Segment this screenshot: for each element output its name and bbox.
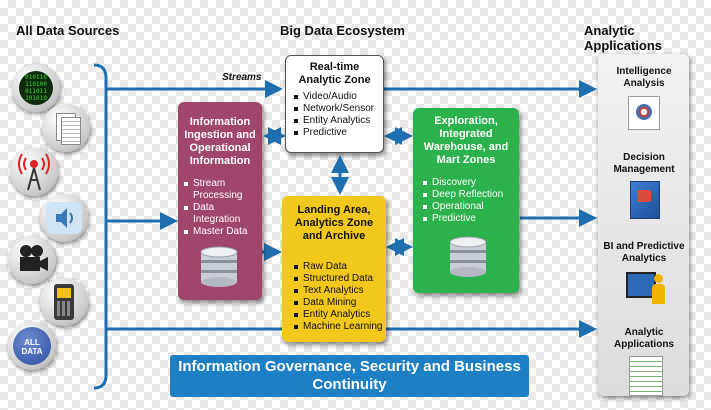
radio-tower-icon xyxy=(10,148,58,196)
realtime-zone-list: Video/Audio Network/Sensor Entity Analyt… xyxy=(292,91,383,139)
all-data-icon: ALL DATA xyxy=(8,322,56,370)
database-icon xyxy=(200,246,238,287)
list-item: Master Data xyxy=(182,226,262,238)
list-item: Video/Audio xyxy=(292,91,383,103)
list-item: Operational xyxy=(421,201,519,213)
list-item: Stream Processing xyxy=(182,178,262,202)
report-document-icon xyxy=(629,356,663,396)
exploration-zone-title: Exploration, Integrated Warehouse, and M… xyxy=(423,115,509,166)
governance-footer: Information Governance, Security and Bus… xyxy=(170,355,529,397)
mobile-phone-icon xyxy=(40,278,88,326)
app-label-decision: Decision Management xyxy=(613,152,675,175)
speaker-icon xyxy=(40,194,88,242)
list-item: Predictive xyxy=(292,127,383,139)
ingestion-zone-list: Stream Processing Data Integration Maste… xyxy=(182,178,262,238)
bi-presenter-icon xyxy=(626,270,666,306)
landing-zone-box: Landing Area, Analytics Zone and Archive… xyxy=(282,196,386,342)
list-item: Network/Sensor xyxy=(292,103,383,115)
landing-zone-title: Landing Area, Analytics Zone and Archive xyxy=(294,204,374,242)
source-bracket xyxy=(93,63,108,390)
list-item: Machine Learning xyxy=(292,321,386,333)
exploration-zone-list: Discovery Deep Reflection Operational Pr… xyxy=(421,177,519,225)
header-analytic-applications: Analytic Applications xyxy=(584,23,663,53)
decision-icon xyxy=(630,181,660,219)
list-item: Structured Data xyxy=(292,273,386,285)
header-big-data-ecosystem: Big Data Ecosystem xyxy=(280,23,405,38)
realtime-zone-box: Real-time Analytic Zone Video/Audio Netw… xyxy=(285,55,384,153)
list-item: Discovery xyxy=(421,177,519,189)
list-item: Deep Reflection xyxy=(421,189,519,201)
documents-icon xyxy=(42,104,90,152)
database-icon xyxy=(449,236,487,277)
all-data-text: ALL DATA xyxy=(21,338,43,356)
video-camera-icon xyxy=(8,236,56,284)
streams-label: Streams xyxy=(222,72,262,83)
list-item: Data Mining xyxy=(292,297,386,309)
list-item: Predictive xyxy=(421,213,519,225)
list-item: Entity Analytics xyxy=(292,115,383,127)
intelligence-icon xyxy=(628,94,662,130)
app-label-intelligence: Intelligence Analysis xyxy=(616,66,672,89)
list-item: Text Analytics xyxy=(292,285,386,297)
header-all-data-sources: All Data Sources xyxy=(16,23,120,38)
realtime-zone-title: Real-time Analytic Zone xyxy=(298,61,371,86)
list-item: Raw Data xyxy=(292,261,386,273)
ingestion-zone-title: Information Ingestion and Operational In… xyxy=(184,116,256,167)
landing-zone-list: Raw Data Structured Data Text Analytics … xyxy=(292,261,386,333)
list-item: Data Integration xyxy=(182,202,262,226)
governance-footer-text: Information Governance, Security and Bus… xyxy=(178,358,521,393)
app-label-analytic: Analytic Applications xyxy=(613,327,674,350)
app-label-bi: BI and Predictive Analytics xyxy=(603,241,685,264)
list-item: Entity Analytics xyxy=(292,309,386,321)
